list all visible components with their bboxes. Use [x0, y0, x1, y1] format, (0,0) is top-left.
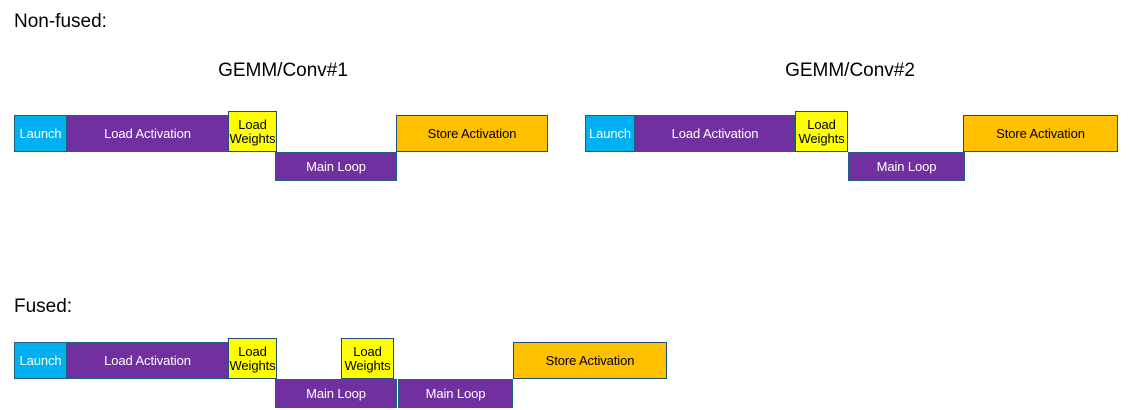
group-title-gemm-conv-1: GEMM/Conv#1	[218, 60, 348, 81]
section-label-non-fused: Non-fused:	[14, 11, 107, 32]
timeline-bar-f-main-loop-1: Main Loop	[275, 379, 397, 408]
timeline-bar-nf1-launch: Launch	[14, 115, 67, 152]
timeline-bar-f-main-loop-2: Main Loop	[398, 379, 513, 408]
timeline-bar-nf2-load-activation: Load Activation	[635, 115, 795, 152]
section-label-fused: Fused:	[14, 296, 73, 317]
timeline-bar-f-load-weights-1: Load Weights	[228, 338, 277, 379]
timeline-bar-nf1-store-activation: Store Activation	[396, 115, 548, 152]
timeline-bar-nf2-main-loop: Main Loop	[848, 152, 965, 181]
timeline-bar-f-load-weights-2: Load Weights	[341, 338, 394, 379]
timeline-bar-nf1-load-activation: Load Activation	[67, 115, 228, 152]
timeline-bar-f-launch: Launch	[14, 342, 67, 379]
group-title-gemm-conv-2: GEMM/Conv#2	[785, 60, 915, 81]
timeline-bar-f-load-activation: Load Activation	[67, 342, 228, 379]
timeline-bar-f-store-activation: Store Activation	[513, 342, 667, 379]
timeline-bar-nf2-store-activation: Store Activation	[963, 115, 1118, 152]
timeline-bar-nf2-load-weights: Load Weights	[795, 111, 848, 152]
timeline-bar-nf2-launch: Launch	[585, 115, 635, 152]
timeline-bar-nf1-main-loop: Main Loop	[275, 152, 397, 181]
timeline-bar-nf1-load-weights: Load Weights	[228, 111, 277, 152]
